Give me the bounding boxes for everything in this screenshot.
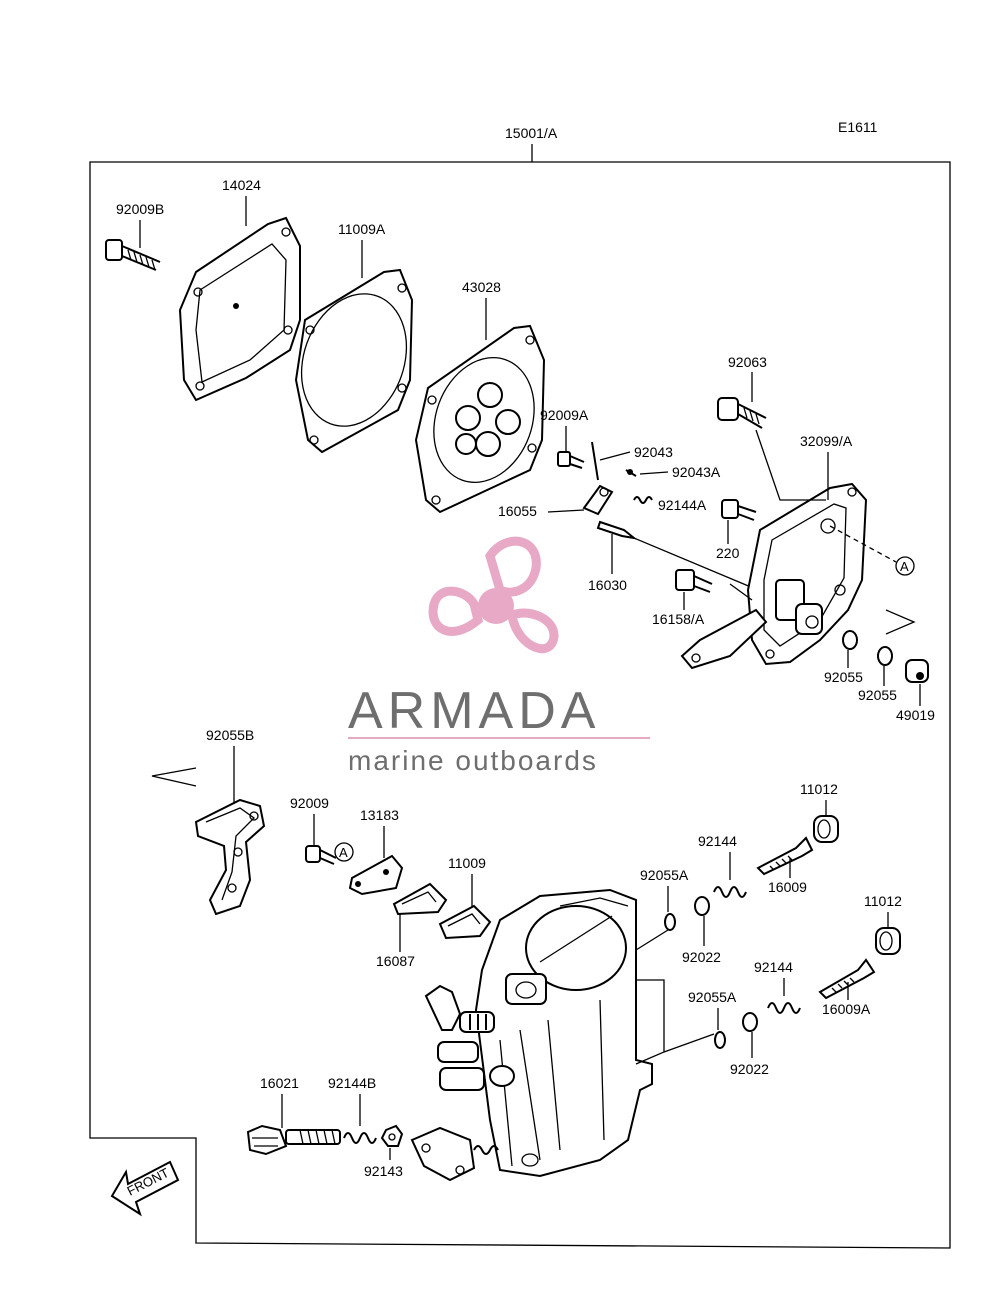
label-92009b: 92009B xyxy=(116,201,164,217)
diagram-code: E1611 xyxy=(838,119,878,135)
cap-11012-2 xyxy=(875,927,901,955)
pin-92043 xyxy=(591,441,599,481)
armada-logo xyxy=(428,536,559,654)
needle-16009 xyxy=(756,836,814,876)
screw-220 xyxy=(721,499,757,521)
label-92143: 92143 xyxy=(364,1163,403,1179)
label-11012-1: 11012 xyxy=(800,781,838,797)
ref-mark-a-1-label: A xyxy=(900,559,909,574)
washer-92055-1 xyxy=(842,630,858,650)
cover-14024 xyxy=(178,216,301,402)
label-92009: 92009 xyxy=(290,795,329,811)
cap-11012-1 xyxy=(813,815,839,843)
carburetor-body xyxy=(474,888,653,1178)
label-43028: 43028 xyxy=(462,279,501,295)
needle-16030 xyxy=(596,520,638,540)
label-92055a-1: 92055A xyxy=(640,867,689,883)
spring-92144-2 xyxy=(767,1002,801,1014)
label-32099a: 32099/A xyxy=(800,433,853,449)
front-arrow: FRONT xyxy=(110,1160,180,1217)
label-92055-2: 92055 xyxy=(858,687,897,703)
label-92144a: 92144A xyxy=(658,497,707,513)
ref-mark-a-2-label: A xyxy=(339,845,348,860)
label-92043: 92043 xyxy=(634,444,673,460)
needle-16009a xyxy=(818,958,876,1000)
pin-92043a-end xyxy=(627,469,633,475)
label-220: 220 xyxy=(716,545,740,561)
spring-92144-1 xyxy=(713,886,747,898)
gasket-16087 xyxy=(392,882,448,916)
plate-13183 xyxy=(348,854,404,896)
label-16030: 16030 xyxy=(588,577,627,593)
chevron-left-icon xyxy=(151,767,197,787)
leader-32099a xyxy=(755,429,829,501)
label-92144b: 92144B xyxy=(328,1075,376,1091)
pump-body-32099a xyxy=(680,482,868,670)
ref-mark-a-1 xyxy=(895,556,915,576)
label-11012-2: 11012 xyxy=(864,893,902,909)
label-11009a: 11009A xyxy=(338,221,386,237)
gasket-92055b xyxy=(194,798,266,916)
brand-name: ARMADA xyxy=(348,682,600,740)
screw-16021 xyxy=(246,1124,341,1156)
label-11009: 11009 xyxy=(448,855,486,871)
label-13183: 13183 xyxy=(360,807,399,823)
ref-a-line-1 xyxy=(829,525,897,563)
washer-92022-1 xyxy=(694,896,710,916)
brand-tagline: marine outboards xyxy=(348,745,598,776)
gasket-11009a xyxy=(294,268,414,454)
label-16087: 16087 xyxy=(376,953,415,969)
label-92055a-2: 92055A xyxy=(688,989,737,1005)
screw-92009 xyxy=(305,845,337,865)
leader-92043 xyxy=(599,451,631,461)
screw-92009a xyxy=(557,451,585,469)
ref-mark-a-2 xyxy=(334,842,354,862)
washer-92022-2 xyxy=(742,1012,758,1032)
leader-92043a xyxy=(639,471,669,475)
assembly-label: 15001/A xyxy=(505,125,558,141)
spring-92144b xyxy=(343,1132,377,1144)
assembly-boundary xyxy=(89,161,951,1249)
oring-92055a-2 xyxy=(714,1031,726,1049)
cap-49019 xyxy=(905,659,929,683)
spring-92144a xyxy=(633,496,653,504)
throttle-linkage xyxy=(410,984,515,1182)
label-14024: 14024 xyxy=(222,177,261,193)
leader-16055 xyxy=(547,509,585,513)
label-16021: 16021 xyxy=(260,1075,299,1091)
diaphragm-43028 xyxy=(414,324,546,514)
label-16158a: 16158/A xyxy=(652,611,705,627)
needle-16030-axis xyxy=(633,537,759,591)
label-92063: 92063 xyxy=(728,354,767,370)
gasket-11009 xyxy=(438,904,492,940)
label-49019: 49019 xyxy=(896,707,935,723)
label-92144-1: 92144 xyxy=(698,833,737,849)
chevron-right-icon xyxy=(885,609,916,635)
bolt-92063 xyxy=(717,397,767,429)
nut-92143 xyxy=(380,1124,404,1147)
lever-16055 xyxy=(582,484,614,516)
screw-16158a xyxy=(675,569,713,593)
oring-92055a-1 xyxy=(664,913,676,931)
label-92022-1: 92022 xyxy=(682,949,721,965)
label-92043a: 92043A xyxy=(672,464,721,480)
label-92009a: 92009A xyxy=(540,407,589,423)
label-92022-2: 92022 xyxy=(730,1061,769,1077)
needle-alignment-lines xyxy=(635,929,715,1065)
label-16055: 16055 xyxy=(498,503,537,519)
label-92055b: 92055B xyxy=(206,727,254,743)
label-92055-1: 92055 xyxy=(824,669,863,685)
label-16009a: 16009A xyxy=(822,1001,871,1017)
label-92144-2: 92144 xyxy=(754,959,793,975)
washer-92055-2 xyxy=(877,646,893,666)
screw-92009b xyxy=(105,239,161,271)
label-16009: 16009 xyxy=(768,879,807,895)
